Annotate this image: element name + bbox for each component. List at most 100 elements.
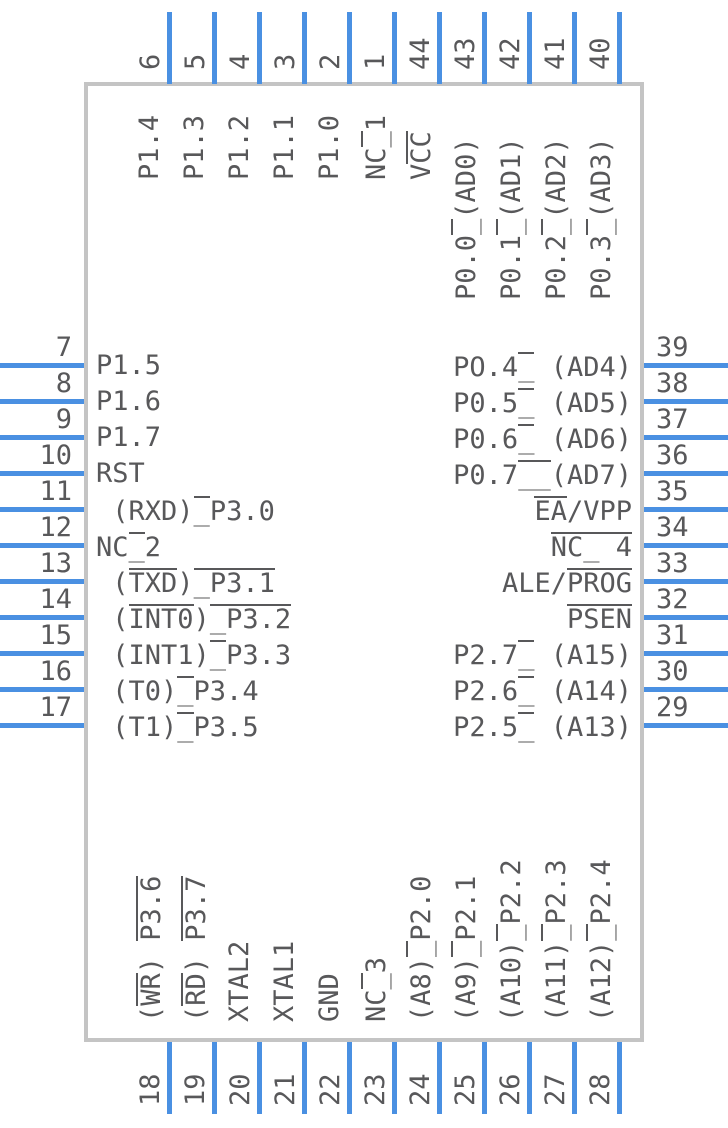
pin-number-36: 36 [656, 440, 689, 471]
pin-lead-left-12[interactable] [0, 543, 84, 548]
pin-label-P3.1: (TXD)_P3.1 [96, 568, 275, 599]
pin-label-P2.4: (A12)_P2.4 [586, 859, 617, 1022]
pin-number-21: 21 [270, 1073, 301, 1106]
pin-label-P0.7: P0.7__(AD7) [453, 460, 632, 491]
pin-lead-right-36[interactable] [644, 471, 728, 476]
pin-lead-top-42[interactable] [527, 12, 532, 84]
pin-number-30: 30 [656, 656, 689, 687]
pin-number-31: 31 [656, 620, 689, 651]
pin-label-P2.2: (A10)_P2.2 [496, 859, 527, 1022]
pin-lead-left-13[interactable] [0, 579, 84, 584]
pin-label-P2.7: P2.7_ (A15) [453, 640, 632, 671]
pin-lead-bottom-23[interactable] [392, 1042, 397, 1114]
pin-label-P2.6: P2.6_ (A14) [453, 676, 632, 707]
pin-number-27: 27 [540, 1073, 571, 1106]
pin-lead-top-4[interactable] [257, 12, 262, 84]
pin-lead-right-29[interactable] [644, 723, 728, 728]
pin-number-12: 12 [39, 512, 72, 543]
pin-lead-right-35[interactable] [644, 507, 728, 512]
pin-lead-top-40[interactable] [617, 12, 622, 84]
pin-label-P2.1: (A9)_P2.1 [451, 875, 482, 1022]
pin-lead-top-2[interactable] [347, 12, 352, 84]
pin-lead-right-32[interactable] [644, 615, 728, 620]
pin-lead-right-31[interactable] [644, 651, 728, 656]
pin-number-29: 29 [656, 692, 689, 723]
pin-lead-bottom-25[interactable] [482, 1042, 487, 1114]
pin-label-P3.2: (INT0)_P3.2 [96, 604, 292, 635]
pin-label-P1.0: P1.0 [314, 114, 345, 180]
pin-label-P1.3: P1.3 [179, 114, 210, 180]
pin-lead-left-17[interactable] [0, 723, 84, 728]
pin-label-NC_2: NC_2 [96, 532, 162, 563]
pin-label-P2.3: (A11)_P2.3 [541, 859, 572, 1022]
pin-lead-right-30[interactable] [644, 687, 728, 692]
pin-number-3: 3 [270, 53, 301, 70]
pin-label-P1.2: P1.2 [224, 114, 255, 180]
pin-lead-bottom-18[interactable] [167, 1042, 172, 1114]
pin-label-P3.3: (INT1)_P3.3 [96, 640, 292, 671]
pin-lead-bottom-22[interactable] [347, 1042, 352, 1114]
pin-lead-top-41[interactable] [572, 12, 577, 84]
pin-number-23: 23 [360, 1073, 391, 1106]
pin-lead-top-44[interactable] [437, 12, 442, 84]
pin-number-35: 35 [656, 476, 689, 507]
pin-lead-top-1[interactable] [392, 12, 397, 84]
pin-lead-bottom-20[interactable] [257, 1042, 262, 1114]
pin-label-P2.0: (A8)_P2.0 [406, 875, 437, 1022]
pin-lead-bottom-27[interactable] [572, 1042, 577, 1114]
pin-lead-left-15[interactable] [0, 651, 84, 656]
pin-number-16: 16 [39, 656, 72, 687]
pin-label-NC_3: NC_3 [361, 956, 392, 1022]
pin-lead-right-39[interactable] [644, 363, 728, 368]
pin-lead-bottom-28[interactable] [617, 1042, 622, 1114]
pin-label-P0.4: PO.4_ (AD4) [453, 352, 632, 383]
ic-package-body [84, 82, 644, 1042]
pin-lead-right-33[interactable] [644, 579, 728, 584]
pin-number-4: 4 [225, 53, 256, 70]
pin-lead-left-10[interactable] [0, 471, 84, 476]
pin-label-PSEN: PSEN [566, 604, 632, 635]
pin-lead-bottom-24[interactable] [437, 1042, 442, 1114]
pin-number-2: 2 [315, 53, 346, 70]
pin-lead-right-34[interactable] [644, 543, 728, 548]
pin-number-34: 34 [656, 512, 689, 543]
pin-lead-bottom-19[interactable] [212, 1042, 217, 1114]
pin-number-8: 8 [55, 368, 72, 399]
pin-number-5: 5 [180, 53, 211, 70]
pin-number-44: 44 [405, 37, 436, 70]
pin-lead-top-5[interactable] [212, 12, 217, 84]
pin-number-6: 6 [135, 53, 166, 70]
pin-label-P1.5: P1.5 [96, 350, 162, 381]
pin-number-39: 39 [656, 332, 689, 363]
pin-label-GND: GND [314, 973, 345, 1022]
pin-number-24: 24 [405, 1073, 436, 1106]
pin-label-XTAL2: XTAL2 [224, 940, 255, 1022]
pin-lead-bottom-26[interactable] [527, 1042, 532, 1114]
pin-lead-left-8[interactable] [0, 399, 84, 404]
pin-number-26: 26 [495, 1073, 526, 1106]
pin-number-18: 18 [135, 1073, 166, 1106]
pin-lead-right-38[interactable] [644, 399, 728, 404]
pin-number-20: 20 [225, 1073, 256, 1106]
pin-number-7: 7 [55, 332, 72, 363]
pin-lead-left-7[interactable] [0, 363, 84, 368]
pin-lead-top-43[interactable] [482, 12, 487, 84]
pin-lead-top-6[interactable] [167, 12, 172, 84]
pin-number-43: 43 [450, 37, 481, 70]
pin-number-42: 42 [495, 37, 526, 70]
pin-number-40: 40 [585, 37, 616, 70]
pin-lead-left-9[interactable] [0, 435, 84, 440]
pin-label-ALE-PROG: ALE/PROG [501, 568, 632, 599]
pin-lead-left-16[interactable] [0, 687, 84, 692]
pin-number-41: 41 [540, 37, 571, 70]
pin-label-P0.1: P0.1_(AD1) [496, 137, 527, 300]
pin-lead-left-14[interactable] [0, 615, 84, 620]
pin-number-11: 11 [39, 476, 72, 507]
pin-lead-top-3[interactable] [302, 12, 307, 84]
pin-lead-bottom-21[interactable] [302, 1042, 307, 1114]
pin-lead-left-11[interactable] [0, 507, 84, 512]
pin-label-P1.6: P1.6 [96, 386, 162, 417]
pin-lead-right-37[interactable] [644, 435, 728, 440]
pin-number-13: 13 [39, 548, 72, 579]
pin-number-19: 19 [180, 1073, 211, 1106]
